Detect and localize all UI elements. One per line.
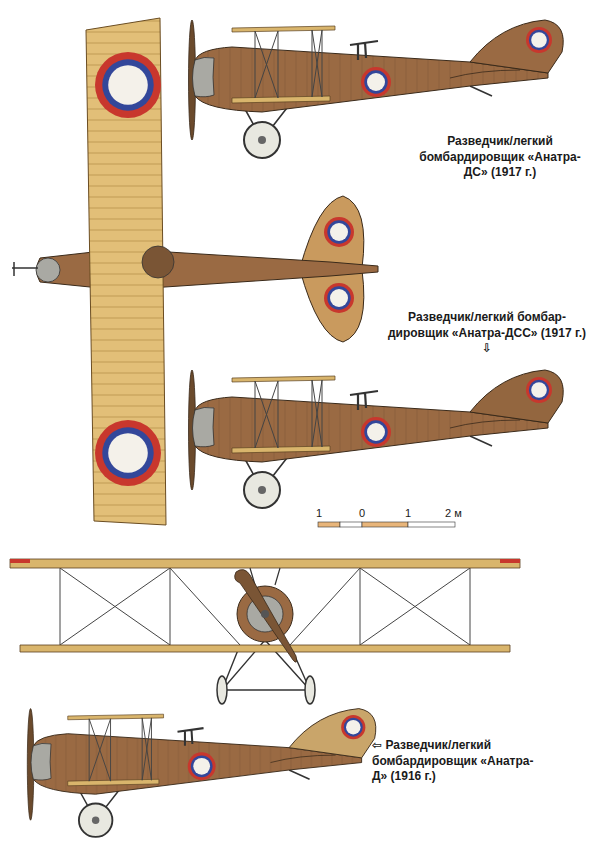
scale-number: 1: [314, 506, 324, 520]
scale-number: 1: [403, 506, 413, 520]
caption-text: Разведчик/легкий бомбардировщик «Анатра-…: [410, 134, 590, 181]
scale-number: 2 м: [445, 506, 475, 520]
scale-number: 0: [357, 506, 367, 520]
caption-text: ⇦ Разведчик/легкий бомбардировщик «Анатр…: [372, 738, 547, 785]
caption-text: Разведчик/легкий бомбар-дировщик «Анатра…: [382, 310, 592, 357]
